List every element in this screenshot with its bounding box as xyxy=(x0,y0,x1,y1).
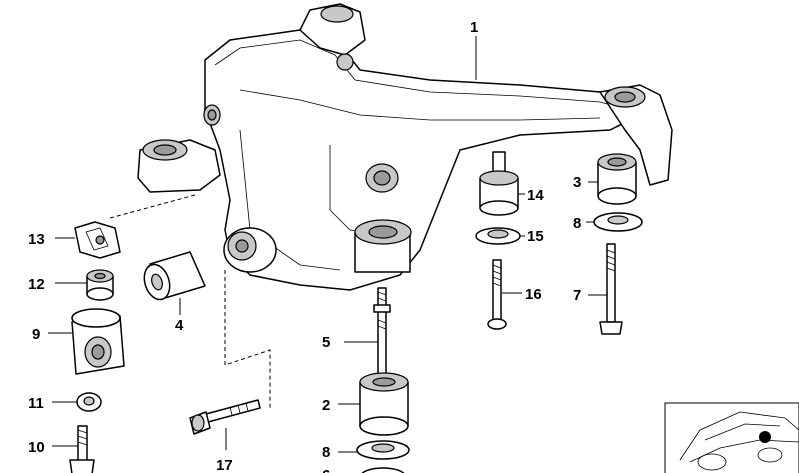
bushing-part-2 xyxy=(359,372,409,436)
bushing-part-3 xyxy=(597,153,637,205)
label-part-10: 10 xyxy=(28,439,45,456)
rubber-mount-part-14 xyxy=(479,151,519,216)
washer-part-8-right xyxy=(593,212,643,232)
label-part-7: 7 xyxy=(573,287,581,304)
car-location-inset xyxy=(664,402,799,473)
bushing-part-4 xyxy=(143,251,206,301)
axle-carrier-part-1 xyxy=(137,3,673,291)
bolt-part-16 xyxy=(487,259,507,330)
bolt-part-17 xyxy=(189,399,261,435)
label-part-1: 1 xyxy=(470,19,478,36)
washer-part-15 xyxy=(475,227,521,245)
nut-part-11 xyxy=(76,392,102,412)
label-part-2: 2 xyxy=(322,397,330,414)
label-part-17: 17 xyxy=(216,457,233,473)
label-part-6: 6 xyxy=(322,467,330,473)
label-part-16: 16 xyxy=(525,286,542,303)
stud-bolt-part-5 xyxy=(373,287,391,379)
label-part-8-bottom: 8 xyxy=(322,444,330,461)
small-bushing-part-12 xyxy=(86,269,114,301)
bolt-part-10 xyxy=(69,425,95,473)
label-part-14: 14 xyxy=(527,187,544,204)
label-part-4: 4 xyxy=(175,317,184,334)
label-part-8-right: 8 xyxy=(573,215,581,232)
washer-part-6 xyxy=(361,467,405,473)
washer-part-8-bottom xyxy=(356,440,410,460)
location-marker-icon xyxy=(759,431,771,443)
bracket-clip-part-13 xyxy=(74,221,121,259)
label-part-12: 12 xyxy=(28,276,45,293)
label-part-13: 13 xyxy=(28,231,45,248)
label-part-3: 3 xyxy=(573,174,581,191)
label-part-15: 15 xyxy=(527,228,544,245)
bolt-part-7 xyxy=(599,243,623,335)
label-part-9: 9 xyxy=(32,326,40,343)
label-part-11: 11 xyxy=(28,395,44,412)
large-bushing-part-9 xyxy=(71,308,125,375)
label-part-5: 5 xyxy=(322,334,330,351)
